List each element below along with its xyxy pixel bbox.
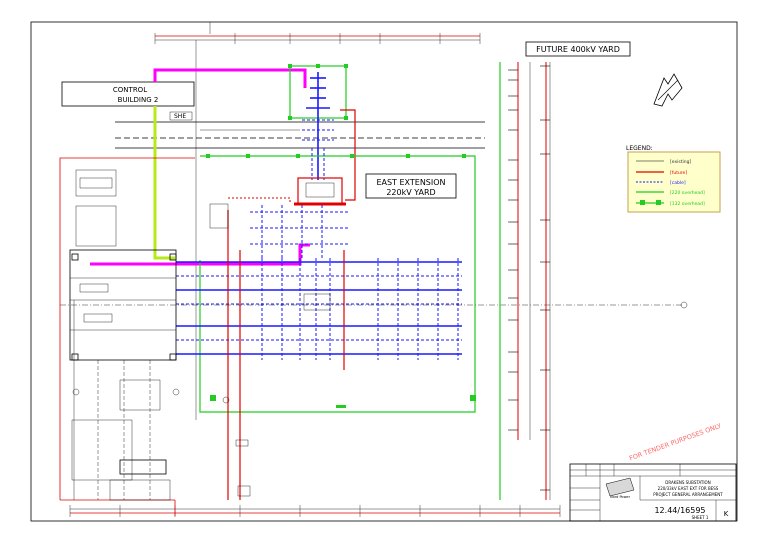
existing-structures	[69, 169, 230, 501]
existing-yard-red-outline	[59, 157, 195, 500]
company-logo-icon	[605, 477, 635, 497]
drawing-number: 12.44/16595	[654, 506, 705, 515]
east-extension-outline	[199, 155, 476, 413]
future-yard-nodes	[288, 64, 348, 120]
lime-cable-route	[153, 106, 175, 260]
future-yard-verticals	[499, 62, 551, 500]
title-line-1: DRAKENS SUBSTATION	[665, 480, 710, 485]
transformer-inner	[305, 182, 335, 198]
top-dimension-line	[154, 22, 481, 44]
future-dotted-line	[228, 197, 291, 204]
transformer-block	[297, 177, 343, 205]
control-building-label-1: CONTROL	[113, 86, 147, 94]
title-line-2: 220/33kV EAST EXT FOR BESS	[658, 486, 719, 491]
she-label: SHE	[174, 113, 186, 120]
revision-letter: K	[724, 510, 729, 518]
east-extension-label-2: 220kV YARD	[386, 188, 435, 197]
future-yard-ticks	[508, 65, 550, 491]
title-company: Nord Power	[610, 495, 631, 499]
title-block: Nord Power DRAKENS SUBSTATION 220/33kV E…	[569, 463, 737, 522]
she-box	[169, 111, 193, 121]
north-arrow-icon	[653, 73, 683, 107]
control-building	[61, 81, 195, 107]
drawing-border	[30, 21, 738, 522]
top-bay-equipment	[302, 72, 334, 180]
legend-item-2: [cable]	[670, 180, 686, 186]
future-red-line-top	[340, 109, 356, 201]
legend-item-0: [existing]	[670, 159, 691, 165]
control-building-label-2: BUILDING 2	[118, 96, 159, 104]
bay-verticals	[261, 258, 459, 360]
east-extension-label-1: EAST EXTENSION	[376, 178, 445, 187]
bottom-dimension-strip	[69, 505, 561, 517]
future-yard-label-box	[525, 41, 631, 57]
tender-stamp: FOR TENDER PURPOSES ONLY	[628, 422, 722, 463]
gantry-verticals	[227, 210, 345, 500]
east-extension-nodes	[206, 154, 476, 408]
road-lines	[115, 121, 485, 149]
busbars	[176, 261, 462, 355]
pink-cable-route-top	[153, 68, 307, 88]
sheet-number: SHEET 1	[692, 515, 709, 520]
centerline-end-marker	[680, 301, 688, 309]
future-yard-label: FUTURE 400kV YARD	[536, 45, 620, 54]
legend-item-1: [future]	[670, 170, 687, 176]
pink-cable-route-mid	[90, 243, 310, 266]
legend-title: LEGEND:	[626, 145, 653, 152]
legend-item-4: [132 overhead]	[670, 201, 705, 207]
cable-grid	[250, 148, 350, 258]
title-line-3: PROJECT GENERAL ARRANGEMENT	[653, 492, 723, 497]
legend: LEGEND: [existing] [future] [cable] [220…	[626, 145, 721, 213]
east-extension-label-box	[365, 173, 457, 199]
legend-item-3: [220 overhead]	[670, 190, 705, 196]
